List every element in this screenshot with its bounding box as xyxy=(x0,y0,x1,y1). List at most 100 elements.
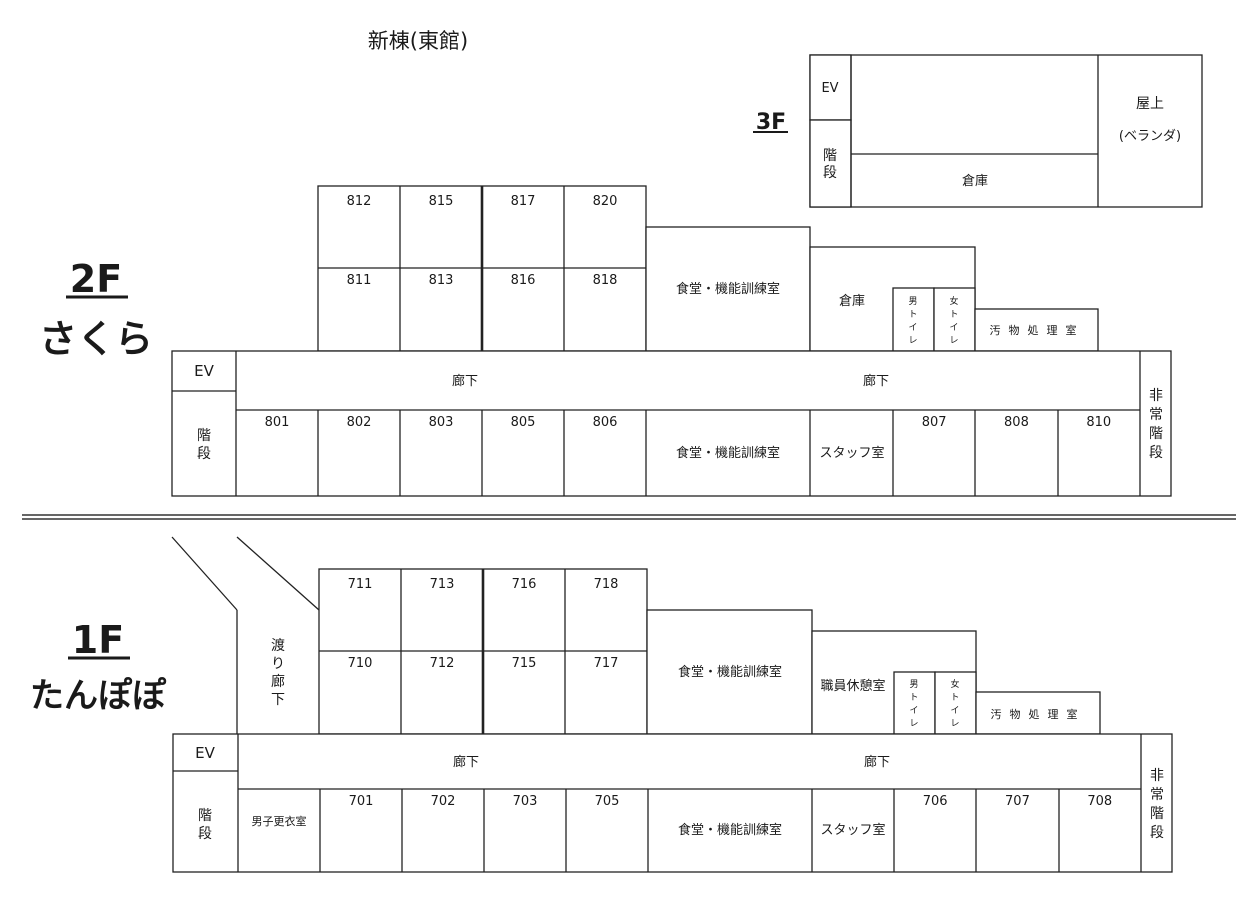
1f-room-702: 702 xyxy=(431,794,456,809)
2f-soiled-room xyxy=(974,308,1099,352)
f1-womens-char-1: 女 xyxy=(950,678,959,690)
floor-2-number: 2F xyxy=(70,257,122,301)
1f-mens-locker-label: 男子更衣室 xyxy=(252,814,307,828)
1f-corridor xyxy=(172,733,1173,873)
1f-dining-north xyxy=(646,609,813,735)
f2-mens-char-4: レ xyxy=(908,336,917,346)
f2-emerg-char-2: 常 xyxy=(1149,407,1163,423)
f2-emerg-char-3: 階 xyxy=(1149,426,1163,442)
f1-stairs-char-2: 段 xyxy=(198,826,212,842)
f2-emerg-char-4: 段 xyxy=(1149,445,1163,461)
floor-2-name: さくら xyxy=(39,317,153,361)
2f-mens-toilet xyxy=(892,287,935,352)
f1-womens-char-2: ト xyxy=(950,693,959,703)
2f-stairs-label: 階段 xyxy=(197,428,211,462)
f1-emerg-char-2: 常 xyxy=(1150,787,1164,803)
1f-rooms-south-left: 701 702 703 705 xyxy=(349,794,620,809)
1f-room-711: 711 xyxy=(348,577,373,592)
2f-room-816: 816 xyxy=(511,273,536,288)
3f-outline xyxy=(809,54,1203,208)
1f-room-705: 705 xyxy=(595,794,620,809)
1f-room-706: 706 xyxy=(923,794,948,809)
1f-soiled-room-label: 汚物処理室 xyxy=(991,707,1086,721)
2f-room-820: 820 xyxy=(593,194,618,209)
2f-rooms-north-top: 812 815 817 820 xyxy=(347,194,618,209)
2f-room-802: 802 xyxy=(347,415,372,430)
1f-room-716: 716 xyxy=(512,577,537,592)
floor-1-name: たんぽぽ xyxy=(30,676,167,716)
2f-room-811: 811 xyxy=(347,273,372,288)
1f-room-718: 718 xyxy=(594,577,619,592)
2f-womens-toilet xyxy=(933,287,976,352)
1f-stairs-label: 階段 xyxy=(198,808,212,842)
1f-corridor-left-label: 廊下 xyxy=(453,754,479,770)
2f-staff-room-label: スタッフ室 xyxy=(819,445,884,461)
f1-emerg-char-4: 段 xyxy=(1150,825,1164,841)
f2-womens-char-2: ト xyxy=(949,310,958,320)
f2-womens-char-4: レ xyxy=(949,336,958,346)
1f-staff-room-label: スタッフ室 xyxy=(820,822,885,838)
3f-rooftop-label: 屋上 xyxy=(1136,96,1164,112)
floor-1-number: 1F xyxy=(72,618,124,662)
1f-rooms-north-top: 711 713 716 718 xyxy=(348,577,619,592)
3f-stairs-char-1: 階 xyxy=(823,148,837,164)
2f-dining-south-label: 食堂・機能訓練室 xyxy=(676,445,780,461)
1f-dining-south-label: 食堂・機能訓練室 xyxy=(678,822,782,838)
f1-bridge-char-2: り xyxy=(271,656,285,672)
2f-room-817: 817 xyxy=(511,194,536,209)
2f-ev-label: EV xyxy=(194,362,214,380)
3f-veranda-label: (ベランダ) xyxy=(1119,129,1181,144)
3f-ev-label: EV xyxy=(821,81,838,96)
f1-mens-char-4: レ xyxy=(909,719,918,729)
3f-storage-label: 倉庫 xyxy=(962,174,988,189)
f1-womens-char-3: イ xyxy=(950,706,959,716)
f1-bridge-char-3: 廊 xyxy=(271,673,285,690)
f1-mens-char-3: イ xyxy=(909,706,918,716)
1f-corridor-right-label: 廊下 xyxy=(864,754,890,770)
1f-soiled-room xyxy=(975,691,1101,735)
f1-emerg-char-1: 非 xyxy=(1150,768,1164,784)
2f-womens-toilet-label: 女トイレ xyxy=(949,295,958,346)
f2-stairs-char-1: 階 xyxy=(197,428,211,444)
2f-corridor-right-label: 廊下 xyxy=(863,373,889,389)
2f-room-818: 818 xyxy=(593,273,618,288)
f2-emerg-char-1: 非 xyxy=(1149,388,1163,404)
1f-room-717: 717 xyxy=(594,656,619,671)
bridge-wall-right xyxy=(236,536,320,611)
1f-room-701: 701 xyxy=(349,794,374,809)
2f-emergency-stairs-label: 非常階段 xyxy=(1149,388,1163,461)
2f-room-806: 806 xyxy=(593,415,618,430)
2f-corridor xyxy=(171,350,1172,497)
2f-soiled-room-label: 汚物処理室 xyxy=(990,323,1085,337)
f2-womens-char-3: イ xyxy=(949,323,958,333)
1f-mens-toilet-label: 男トイレ xyxy=(909,679,918,729)
2f-storage-label: 倉庫 xyxy=(839,294,865,309)
2f-room-807: 807 xyxy=(922,415,947,430)
1f-womens-toilet xyxy=(934,671,977,735)
f2-mens-char-2: ト xyxy=(908,310,917,320)
2f-room-808: 808 xyxy=(1004,415,1029,430)
1f-staff-lounge-label: 職員休憩室 xyxy=(820,678,885,694)
f2-womens-char-1: 女 xyxy=(949,295,958,307)
1f-room-703: 703 xyxy=(513,794,538,809)
f2-stairs-char-2: 段 xyxy=(197,446,211,462)
f1-stairs-char-1: 階 xyxy=(198,808,212,824)
1f-dining-north-label: 食堂・機能訓練室 xyxy=(678,664,782,680)
1f-womens-toilet-label: 女トイレ xyxy=(950,678,959,729)
1f-room-713: 713 xyxy=(430,577,455,592)
1f-room-710: 710 xyxy=(348,656,373,671)
f1-bridge-char-1: 渡 xyxy=(271,638,285,654)
floor-3-label: 3F xyxy=(756,110,786,135)
2f-room-812: 812 xyxy=(347,194,372,209)
f1-bridge-char-4: 下 xyxy=(271,692,285,708)
2f-room-815: 815 xyxy=(429,194,454,209)
1f-bridge-label: 渡り廊下 xyxy=(271,638,285,708)
f1-emerg-char-3: 階 xyxy=(1150,806,1164,822)
